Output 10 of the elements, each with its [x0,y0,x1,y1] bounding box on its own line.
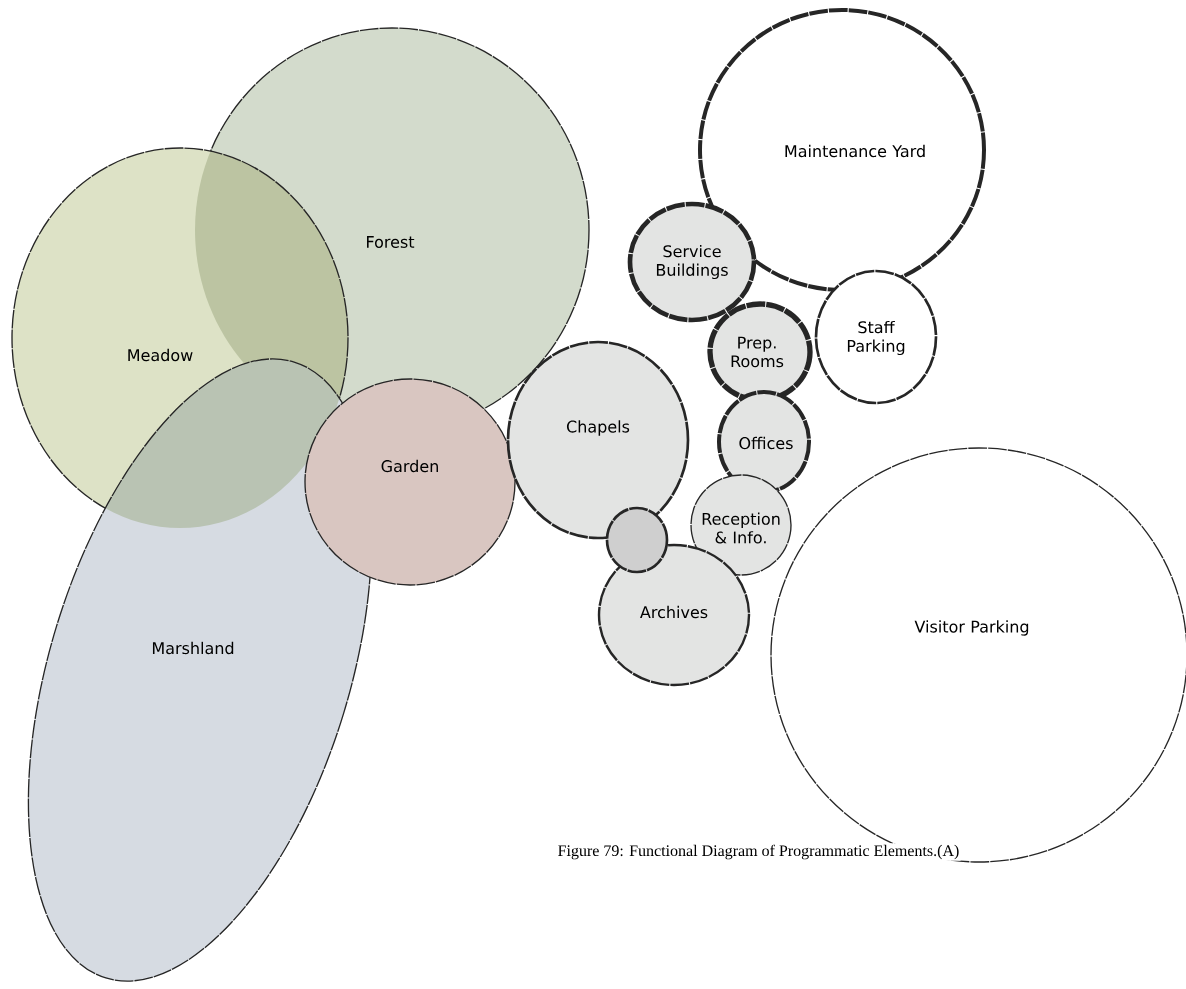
bubble: Prep. Rooms [707,301,813,403]
bubble: Garden [304,378,516,586]
empty-circle [605,506,669,574]
bubble: Offices [717,390,811,494]
bubble: Reception & Info. [690,474,792,576]
bubble: Archives [597,543,751,687]
caption: Figure 79: Functional Diagram of Programmatic Elements.(A) [556,843,961,861]
bubble: Service Buildings [627,201,757,323]
bubble: Staff Parking [814,269,938,405]
bubble: Chapels [506,340,690,540]
